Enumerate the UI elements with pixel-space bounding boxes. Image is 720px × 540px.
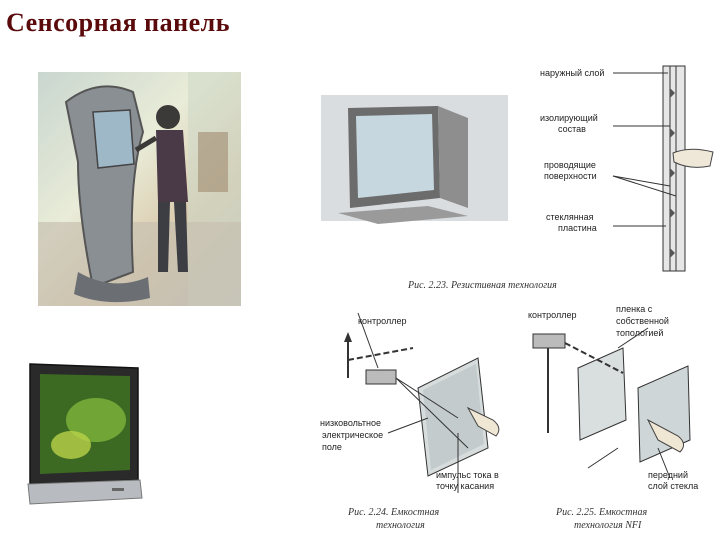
label-electric: электрическое: [322, 430, 383, 440]
resistive-layers-diagram: [612, 65, 714, 272]
label-controller-1: контроллер: [358, 316, 406, 326]
label-pulse-1: импульс тока в: [436, 470, 499, 480]
label-glass-plate-2: пластина: [558, 223, 597, 233]
fig24-caption-2: технология: [376, 520, 425, 531]
label-insulating-1: изолирующий: [540, 113, 598, 123]
slide-title: Сенсорная панель: [6, 8, 230, 37]
resistive-screen-photo: [321, 95, 508, 224]
label-conductive-2: поверхности: [544, 171, 597, 181]
fig23-caption: Рис. 2.23. Резистивная технология: [407, 280, 557, 291]
label-field: поле: [322, 442, 342, 452]
label-front-glass-1: передний: [648, 470, 688, 480]
touch-technology-diagrams: наружный слой изолирующий состав проводя…: [320, 65, 714, 531]
fig25-caption-2: технология NFI: [574, 520, 642, 531]
label-film-2: собственной: [616, 316, 669, 326]
label-film-1: пленка с: [616, 304, 653, 314]
kiosk-photo: [38, 72, 241, 306]
kiosk-illustration: [38, 72, 241, 306]
label-pulse-2: точку касания: [436, 481, 494, 491]
fig24-caption-1: Рис. 2.24. Емкостная: [347, 507, 439, 518]
label-conductive-1: проводящие: [544, 160, 596, 170]
label-film-3: топологией: [616, 328, 663, 338]
label-low-voltage: низковольтное: [320, 418, 381, 428]
fig25-caption-1: Рис. 2.25. Емкостная: [555, 507, 647, 518]
label-controller-2: контроллер: [528, 310, 576, 320]
label-front-glass-2: слой стекла: [648, 481, 698, 491]
label-insulating-2: состав: [558, 124, 586, 134]
touch-monitor-photo: [26, 360, 144, 508]
label-glass-plate-1: стеклянная: [546, 212, 594, 222]
monitor-illustration: [27, 363, 143, 505]
capacitive-diagram: [344, 312, 500, 493]
capacitive-nfi-diagram: [532, 327, 691, 479]
label-outer-layer: наружный слой: [540, 68, 604, 78]
